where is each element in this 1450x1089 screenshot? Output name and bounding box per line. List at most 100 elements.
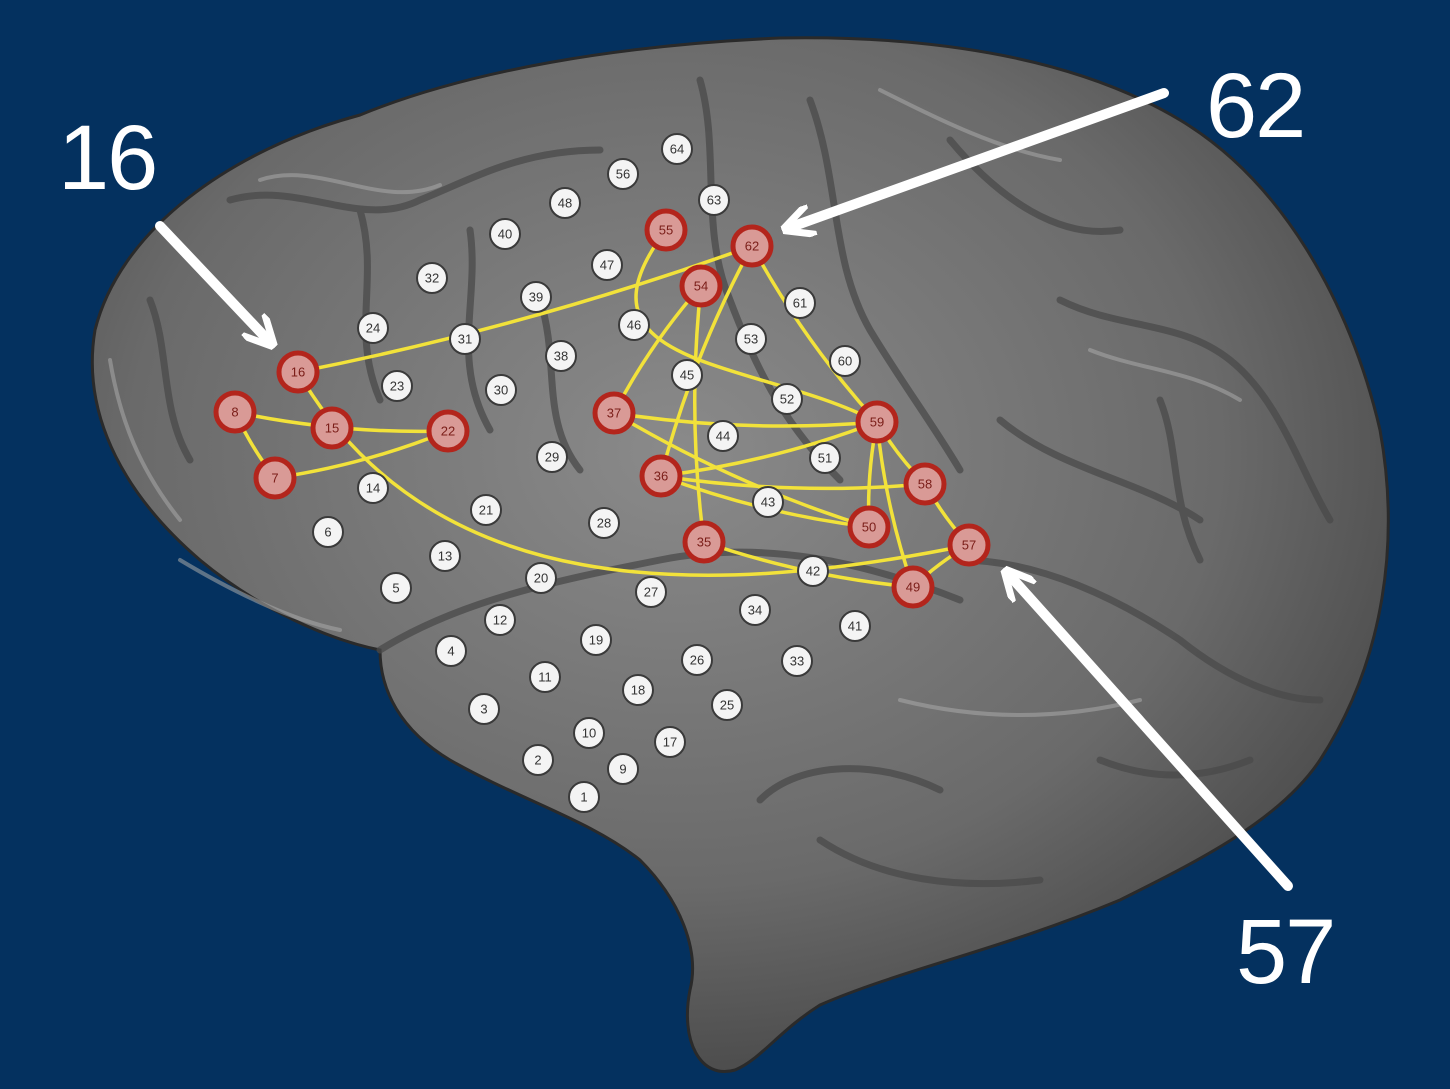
electrode-label-61: 61 [793,296,807,311]
electrode-5: 5 [380,572,412,604]
electrode-label-43: 43 [761,495,775,510]
electrode-56: 56 [607,158,639,190]
electrode-marker-62 [730,224,774,268]
electrode-39: 39 [520,281,552,313]
electrode-label-60: 60 [838,354,852,369]
electrode-label-20: 20 [534,571,548,586]
callout-label-62: 62 [1206,55,1306,157]
electrode-label-34: 34 [748,603,762,618]
electrode-label-39: 39 [529,290,543,305]
electrode-50: 50 [847,505,891,549]
electrode-41: 41 [839,610,871,642]
electrode-11: 11 [529,661,561,693]
electrode-49: 49 [891,565,935,609]
electrode-59: 59 [855,400,899,444]
arrow-57 [1012,578,1293,891]
electrode-marker-35 [682,520,726,564]
electrode-label-10: 10 [582,726,596,741]
electrode-marker-57 [947,523,991,567]
electrode-37: 37 [592,391,636,435]
connection-62-59 [750,244,879,424]
electrode-marker-27 [635,576,667,608]
electrode-label-64: 64 [670,142,684,157]
electrode-17: 17 [654,726,686,758]
electrode-marker-40 [489,218,521,250]
electrode-label-57: 57 [962,538,976,553]
electrode-label-18: 18 [631,683,645,698]
electrode-label-41: 41 [848,619,862,634]
electrode-36: 36 [639,454,683,498]
electrode-48: 48 [549,187,581,219]
electrode-33: 33 [781,645,813,677]
electrode-label-15: 15 [325,421,339,436]
electrode-29: 29 [536,441,568,473]
electrode-label-33: 33 [790,654,804,669]
electrode-30: 30 [485,374,517,406]
electrode-52: 52 [771,383,803,415]
connection-37-59 [612,411,879,428]
electrode-label-45: 45 [680,368,694,383]
electrode-46: 46 [618,309,650,341]
electrode-marker-14 [357,472,389,504]
electrode-marker-64 [661,133,693,165]
electrode-43: 43 [752,486,784,518]
electrode-1: 1 [568,781,600,813]
electrode-51: 51 [809,442,841,474]
electrode-marker-15 [310,406,354,450]
electrode-marker-33 [781,645,813,677]
electrode-label-14: 14 [366,481,380,496]
electrode-marker-21 [470,494,502,526]
electrode-16: 16 [276,350,320,394]
electrode-24: 24 [357,312,389,344]
electrode-label-46: 46 [627,318,641,333]
electrode-label-55: 55 [659,223,673,238]
electrode-marker-59 [855,400,899,444]
electrode-marker-44 [707,420,739,452]
callout-label-16: 16 [58,107,158,209]
electrode-marker-38 [545,340,577,372]
electrode-marker-13 [429,540,461,572]
electrode-19: 19 [580,624,612,656]
electrode-label-24: 24 [366,321,380,336]
electrode-label-19: 19 [589,633,603,648]
arrow-62 [794,88,1169,226]
electrode-28: 28 [588,507,620,539]
electrode-marker-2 [522,744,554,776]
electrode-10: 10 [573,717,605,749]
connection-55-59 [634,228,879,424]
electrode-label-42: 42 [806,564,820,579]
electrode-label-4: 4 [447,644,454,659]
electrode-marker-49 [891,565,935,609]
electrode-marker-37 [592,391,636,435]
electrode-marker-52 [771,383,803,415]
connection-16-57 [296,370,971,577]
electrode-20: 20 [525,562,557,594]
electrode-26: 26 [681,644,713,676]
electrode-12: 12 [484,604,516,636]
electrode-label-12: 12 [493,613,507,628]
electrode-label-44: 44 [716,429,730,444]
electrode-marker-39 [520,281,552,313]
electrode-27: 27 [635,576,667,608]
electrode-47: 47 [591,249,623,281]
electrode-55: 55 [644,208,688,252]
electrode-marker-7 [253,456,297,500]
electrode-marker-31 [449,323,481,355]
electrode-45: 45 [671,359,703,391]
electrode-label-17: 17 [663,735,677,750]
electrode-label-1: 1 [580,790,587,805]
electrode-label-28: 28 [597,516,611,531]
electrode-22: 22 [426,409,470,453]
connection-37-50 [612,411,871,529]
electrode-9: 9 [607,753,639,785]
electrode-marker-16 [276,350,320,394]
electrode-marker-46 [618,309,650,341]
electrode-64: 64 [661,133,693,165]
electrode-3: 3 [468,693,500,725]
electrode-label-56: 56 [616,167,630,182]
electrode-marker-43 [752,486,784,518]
electrode-marker-30 [485,374,517,406]
electrode-marker-20 [525,562,557,594]
electrode-marker-11 [529,661,561,693]
electrode-label-2: 2 [534,753,541,768]
